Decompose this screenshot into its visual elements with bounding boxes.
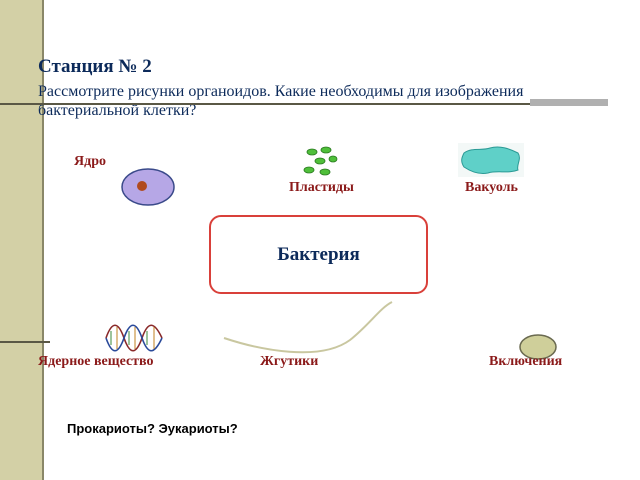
vacuole-image[interactable]: [458, 143, 524, 177]
bacteria-box[interactable]: Бактерия: [209, 215, 428, 294]
inclusion-image[interactable]: [518, 333, 558, 361]
lower-divider: [0, 341, 50, 343]
title-block: Станция № 2 Рассмотрите рисунки органоид…: [38, 56, 598, 120]
bacteria-label: Бактерия: [277, 243, 360, 265]
label-flagella: Жгутики: [260, 354, 319, 369]
slide-subtitle: Рассмотрите рисунки органоидов. Какие не…: [38, 83, 524, 119]
question-text: Прокариоты? Эукариоты?: [67, 421, 238, 436]
sidebar-edge: [42, 0, 44, 480]
slide-sidebar: [0, 0, 42, 480]
label-nuclear-substance: Ядерное вещество: [38, 354, 154, 369]
label-plastids: Пластиды: [289, 180, 354, 195]
dna-image[interactable]: [104, 319, 164, 357]
label-nucleus: Ядро: [74, 154, 106, 169]
slide-title: Станция № 2: [38, 56, 152, 77]
title-divider-accent: [530, 99, 608, 106]
label-inclusions: Включения: [489, 354, 563, 369]
plastids-image[interactable]: [301, 144, 341, 178]
flagellum-drawing[interactable]: [220, 300, 400, 360]
label-vacuole: Вакуоль: [465, 180, 518, 195]
nucleus-image[interactable]: [120, 165, 176, 209]
title-divider: [0, 103, 600, 105]
